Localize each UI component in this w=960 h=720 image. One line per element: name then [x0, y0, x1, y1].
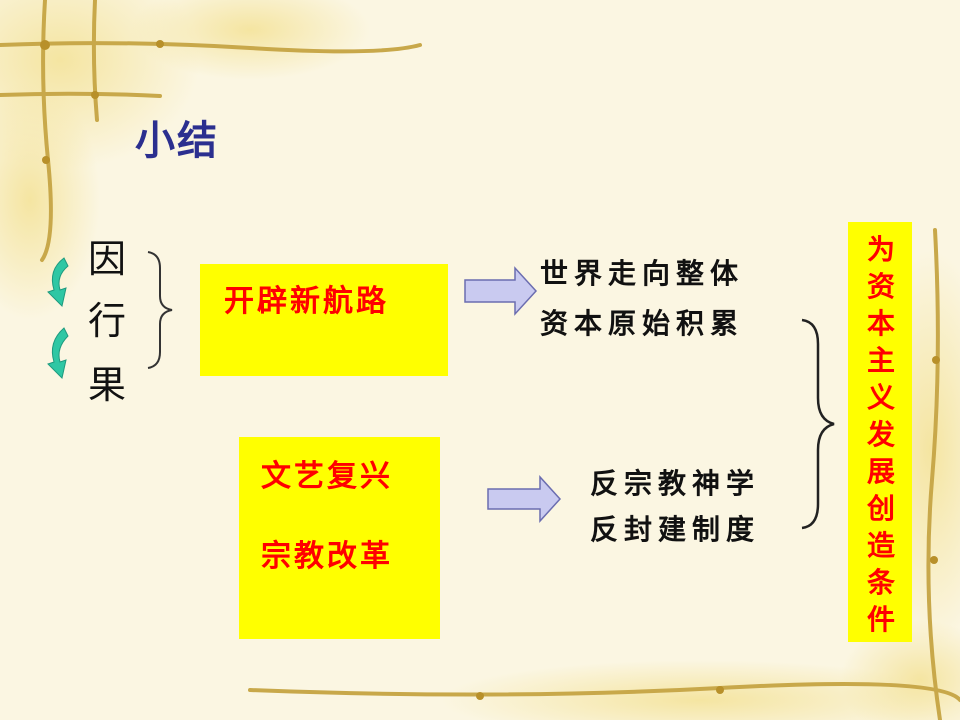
result-capital-accumulation: 资本原始积累 — [540, 307, 745, 340]
cycle-arrow-icon — [47, 327, 69, 379]
conclusion-char: 展 — [866, 455, 895, 488]
conclusion-char: 造 — [866, 529, 895, 562]
curly-brace-icon — [801, 318, 835, 530]
result-anti-theology: 反宗教神学 — [590, 467, 761, 500]
label-cause: 因 — [88, 237, 127, 281]
conclusion-char: 资 — [866, 270, 895, 303]
culture-box: 文艺复兴 宗教改革 — [239, 437, 440, 639]
conclusion-char: 义 — [866, 381, 895, 414]
conclusion-char: 主 — [866, 344, 895, 377]
curly-brace-icon — [147, 251, 173, 369]
conclusion-char: 本 — [866, 307, 895, 340]
conclusion-box: 为 资 本 主 义 发 展 创 造 条 件 — [848, 222, 912, 642]
reformation-label: 宗教改革 — [261, 539, 393, 574]
conclusion-char: 发 — [866, 418, 895, 451]
conclusion-char: 条 — [866, 566, 895, 599]
renaissance-label: 文艺复兴 — [261, 459, 393, 494]
right-arrow-icon — [464, 266, 538, 316]
result-world-integration: 世界走向整体 — [540, 257, 745, 290]
discovery-box: 开辟新航路 — [200, 264, 448, 376]
page-title: 小结 — [135, 118, 219, 164]
cycle-arrow-icon — [47, 257, 69, 307]
label-result: 果 — [88, 363, 127, 407]
conclusion-char: 创 — [866, 492, 895, 525]
right-arrow-icon — [487, 475, 562, 523]
label-process: 行 — [88, 299, 127, 343]
conclusion-char: 件 — [866, 603, 895, 636]
result-anti-feudalism: 反封建制度 — [590, 513, 761, 546]
conclusion-char: 为 — [866, 233, 895, 266]
discovery-label: 开辟新航路 — [224, 284, 389, 319]
